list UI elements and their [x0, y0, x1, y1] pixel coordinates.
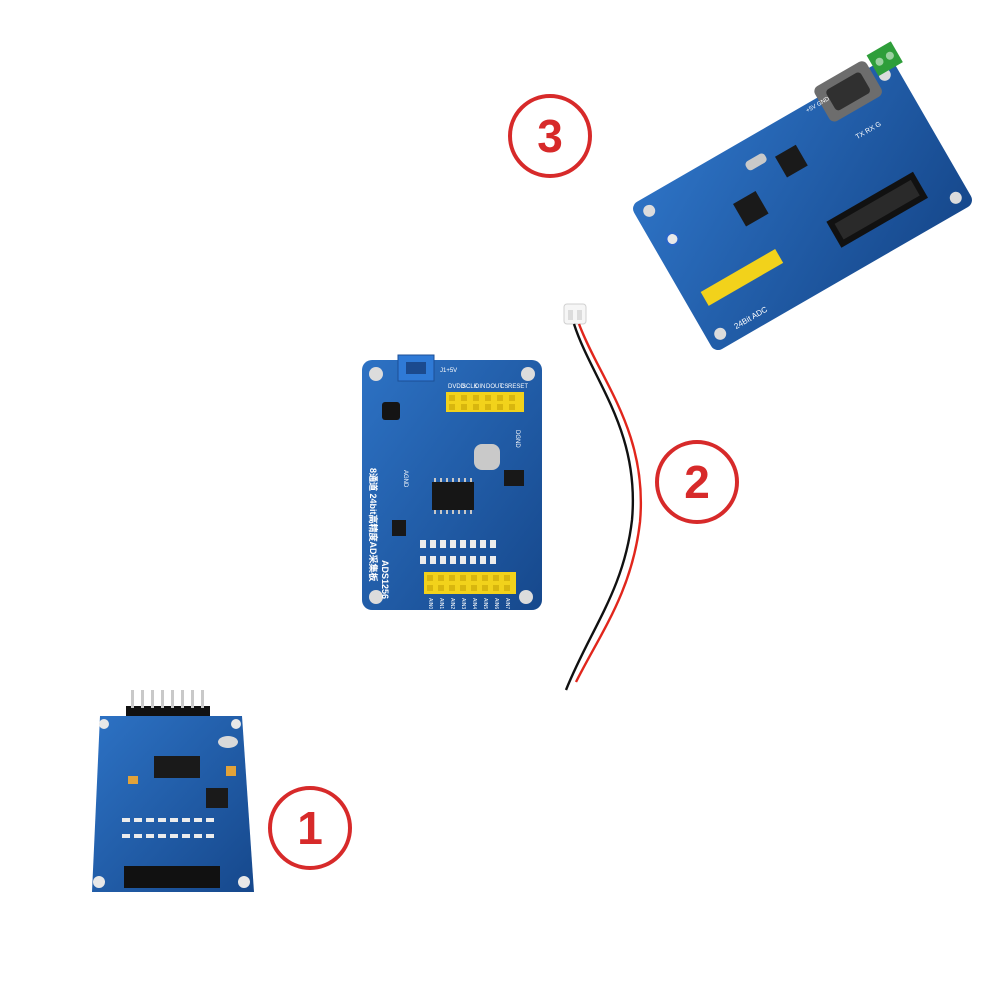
board-1	[92, 690, 254, 892]
board2-header-label-sclk: SCLK	[462, 384, 478, 390]
board1-passives	[122, 818, 214, 838]
board2-mount-hole	[521, 367, 535, 381]
board1-mount-hole	[238, 876, 250, 888]
board2-ads1256-chip	[432, 482, 474, 510]
number-marker-1-label: 1	[297, 802, 323, 854]
board2-header-label-reset: RESET	[508, 384, 528, 390]
board3-adc-chip	[775, 144, 808, 178]
board1-top-pins	[126, 690, 210, 720]
board2-header-label-dvdd: DVDD	[448, 384, 466, 390]
board1-adc-chip	[154, 756, 200, 778]
board2-silk-title: 8通道 24bit高精度AD采集板	[368, 468, 379, 583]
board2-ain-label: AIN0	[427, 598, 433, 609]
board1-crystal	[218, 736, 238, 748]
board2-ain-label: AIN4	[471, 598, 477, 609]
board2-mount-hole	[369, 367, 383, 381]
board3-crystal	[745, 153, 767, 171]
number-marker-2: 2	[655, 440, 739, 524]
board3-yellow-header	[700, 248, 784, 306]
board1-pcb	[92, 716, 254, 892]
board2-power-connector-socket	[406, 362, 426, 374]
board3-pcb	[633, 58, 972, 351]
board2-ain-label: AIN1	[438, 598, 444, 609]
board1-mount-hole	[231, 719, 241, 729]
board3-terminal-block	[866, 41, 903, 77]
board2-ain-label: AIN5	[482, 598, 488, 609]
board1-capacitor	[226, 766, 236, 776]
board3-mount-hole	[643, 204, 656, 217]
board-2: DVDD SCLK DIN DOUT CS RESET DGND J1+5V	[362, 354, 542, 610]
board2-agnd-label: AGND	[402, 470, 408, 488]
board2-passives	[420, 540, 496, 564]
cable-connector	[563, 303, 587, 325]
board2-ain-label: AIN3	[460, 598, 466, 609]
board2-inductor	[382, 402, 400, 420]
board2-top-header	[446, 392, 524, 412]
board1-bottom-pins	[124, 866, 220, 888]
board3-mount-hole	[949, 191, 962, 204]
board2-header-label-dgnd: DGND	[514, 430, 520, 448]
board2-small-chip	[392, 520, 406, 536]
cable-black-wire	[564, 323, 635, 691]
board1-regulator-chip	[206, 788, 228, 808]
number-marker-3-label: 3	[537, 110, 563, 162]
board2-header-label-cs: CS	[500, 384, 508, 390]
board2-ain-label: AIN7	[504, 598, 510, 609]
number-marker-2-label: 2	[684, 456, 710, 508]
board-3: 24Bit ADC TX RX G +5V GND	[633, 41, 972, 351]
board2-header-label-din: DIN	[475, 384, 485, 390]
board2-mount-hole	[519, 590, 533, 604]
number-marker-3: 3	[508, 94, 592, 178]
board2-header-label-dout: DOUT	[486, 384, 503, 390]
board2-bottom-header	[424, 572, 516, 594]
board3-potentiometer	[665, 232, 680, 247]
board2-ain-label: AIN2	[449, 598, 455, 609]
power-cable	[563, 303, 643, 691]
board2-ain-label: AIN6	[493, 598, 499, 609]
board1-mount-hole	[99, 719, 109, 729]
board3-mount-hole	[714, 327, 727, 340]
board1-capacitor	[128, 776, 138, 784]
cable-red-wire	[574, 323, 643, 683]
board2-crystal	[474, 444, 500, 470]
board2-mount-hole	[369, 590, 383, 604]
board2-chip-label: ADS1256	[380, 560, 390, 599]
number-marker-1: 1	[268, 786, 352, 870]
board3-mcu-chip	[733, 191, 769, 227]
board2-power-label: J1+5V	[440, 368, 457, 374]
board1-mount-hole	[93, 876, 105, 888]
board2-regulator	[504, 470, 524, 486]
